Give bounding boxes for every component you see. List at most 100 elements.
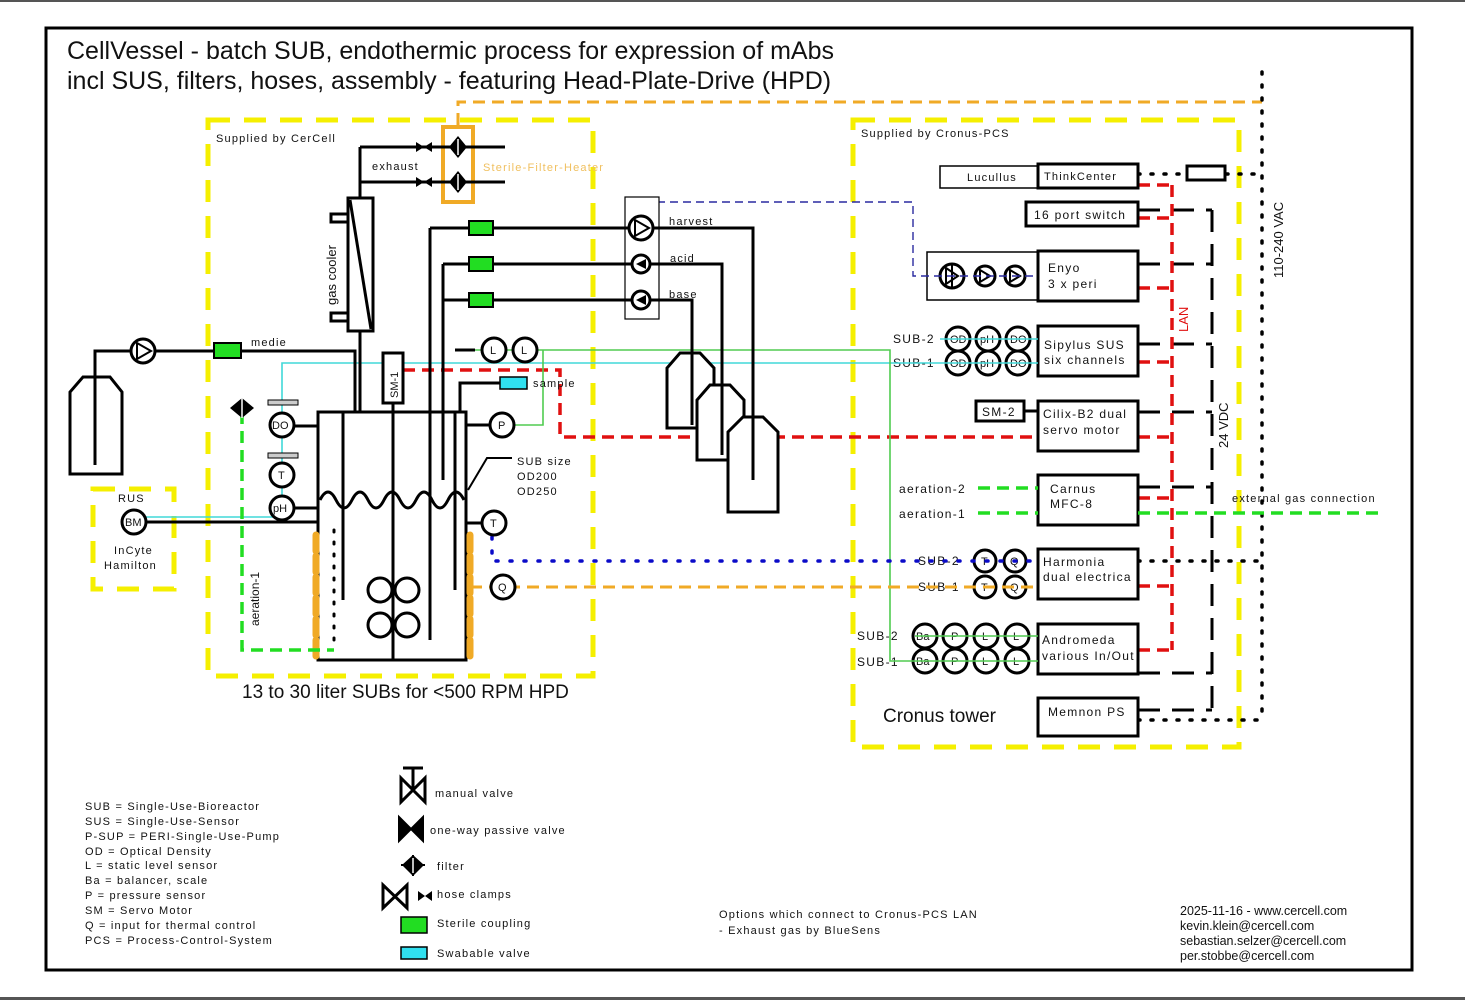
sipylus-box[interactable] [1036, 324, 1140, 378]
ac-adapter [1185, 164, 1227, 182]
aeration-filter-icon [230, 398, 254, 418]
harmonia-sub1-q: Q [1010, 582, 1019, 594]
harmonia-label-2: dual electrica [1043, 570, 1132, 584]
andromeda-label-1: Andromeda [1042, 633, 1116, 647]
andromeda-sub2-l1: L [982, 631, 988, 643]
abbr-psup: P-SUP = PERI-Single-Use-Pump [85, 831, 280, 843]
vessel-t2-sensor[interactable] [480, 509, 508, 537]
contact-email-1[interactable]: kevin.klein@cercell.com [1180, 919, 1314, 933]
sipylus-sub2-od: OD [950, 334, 967, 346]
sub-size-od250: OD250 [517, 486, 558, 498]
sipylus-label-2: six channels [1044, 353, 1126, 367]
servo-sm1-label: SM-1 [389, 372, 401, 398]
heater-power-line [456, 100, 1262, 125]
acid-label: acid [670, 253, 695, 265]
ac-voltage-label: 110-240 VAC [1271, 202, 1286, 278]
thinkcenter-box[interactable] [1036, 162, 1140, 190]
cilix-label-1: Cilix-B2 dual [1043, 407, 1127, 421]
sus-signal-line [281, 362, 1038, 508]
aeration-2-label: aeration-2 [899, 482, 966, 496]
vessel-do-sensor[interactable] [268, 411, 296, 439]
base-sterile-coupling[interactable] [468, 292, 494, 308]
vessel-q-sensor[interactable] [489, 573, 517, 601]
cilix-label-2: servo motor [1043, 423, 1121, 437]
harmonia-sub1-label: SUB-1 [918, 580, 960, 594]
andromeda-sub2-p: P [951, 631, 958, 643]
options-bluesens: - Exhaust gas by BlueSens [719, 925, 881, 937]
sample-swabable-valve[interactable] [499, 376, 528, 390]
harmonia-box[interactable] [1036, 547, 1140, 601]
base-label: base [669, 289, 698, 301]
legend-one-way-valve: one-way passive valve [430, 825, 566, 837]
exhaust-label: exhaust [372, 161, 419, 173]
filter-icon [401, 855, 425, 876]
harvest-sterile-coupling[interactable] [468, 220, 494, 236]
top-border [0, 0, 1465, 2]
level-1-label: L [490, 345, 496, 357]
rus-bm-label: BM [125, 517, 142, 529]
level-sensor-1[interactable] [480, 336, 508, 364]
contact-email-2[interactable]: sebastian.selzer@cercell.com [1180, 934, 1346, 948]
sm2-label: SM-2 [982, 405, 1016, 419]
one-way-valve-icon [398, 814, 424, 844]
legend-hose-clamps: hose clamps [437, 889, 512, 901]
sterile-filter-heater-label: Sterile-Filter-Heater [483, 162, 604, 174]
andromeda-sub2-ba: Ba [916, 631, 930, 643]
abbr-q: Q = input for thermal control [85, 920, 256, 932]
hose-clamp-icon [381, 881, 432, 912]
andromeda-box[interactable] [1036, 622, 1140, 676]
base-pump-icon[interactable] [630, 289, 652, 311]
cilix-box[interactable] [1036, 399, 1140, 453]
rus-label: RUS [118, 493, 145, 505]
andromeda-sub1-label: SUB-1 [857, 655, 899, 669]
contact-date-website[interactable]: 2025-11-16 - www.cercell.com [1180, 904, 1347, 918]
lucullus-label: Lucullus [967, 172, 1017, 184]
memnon-box[interactable] [1036, 696, 1140, 738]
abbr-od: OD = Optical Density [85, 846, 212, 858]
vessel-p-sensor[interactable] [488, 411, 516, 439]
sub-size-label: SUB size [517, 456, 572, 468]
addition-drops [428, 228, 445, 450]
andromeda-sub1-ba: Ba [916, 656, 930, 668]
acid-sterile-coupling[interactable] [468, 256, 494, 272]
legend-filter: filter [437, 861, 465, 873]
cronus-tower-label: Cronus tower [883, 706, 997, 727]
andromeda-sub2-l2: L [1013, 631, 1019, 643]
sipylus-sub1-od: OD [950, 358, 967, 370]
andromeda-sub1-p: P [951, 656, 958, 668]
sterile-filter-heater[interactable] [441, 125, 475, 204]
gas-cooler-label: gas cooler [324, 244, 339, 305]
dc-voltage-label: 24 VDC [1216, 402, 1231, 448]
external-gas-label: external gas connection [1232, 493, 1376, 505]
exhaust-hose-clamps [416, 142, 432, 187]
cercell-supply-boundary [205, 117, 596, 679]
sample-label: sample [533, 378, 576, 390]
enyo-box[interactable] [1036, 249, 1140, 303]
andromeda-signal-line [475, 349, 1038, 662]
legend-sterile-coupling: Sterile coupling [437, 918, 531, 930]
harvest-pump-icon[interactable] [627, 214, 655, 242]
exhaust-filter-icons [449, 136, 467, 193]
level-sensor-2[interactable] [511, 336, 539, 364]
sterile-coupling-swatch [400, 916, 428, 934]
media-pump-icon[interactable] [129, 337, 157, 365]
heater-jacket [312, 531, 474, 664]
vessel-t-sensor[interactable] [268, 461, 296, 489]
acid-pump-icon[interactable] [630, 253, 652, 275]
rus-bm-sensor[interactable] [120, 508, 148, 536]
contact-email-3[interactable]: per.stobbe@cercell.com [1180, 949, 1314, 963]
impellers [366, 576, 421, 639]
p-label: P [498, 420, 505, 432]
swabable-valve-swatch [400, 946, 428, 960]
harvest-label: harvest [669, 216, 713, 228]
switch-box[interactable] [1024, 200, 1140, 228]
abbr-p: P = pressure sensor [85, 890, 206, 902]
thinkcenter-label: ThinkCenter [1044, 171, 1117, 183]
abbr-sm: SM = Servo Motor [85, 905, 193, 917]
vessel-ph-sensor[interactable] [268, 494, 296, 522]
abbr-sus: SUS = Single-Use-Sensor [85, 816, 240, 828]
sipylus-sub2-do: DO [1010, 334, 1027, 346]
carnus-box[interactable] [1036, 473, 1140, 527]
andromeda-sub1-l2: L [1013, 656, 1019, 668]
medie-sterile-coupling[interactable] [213, 342, 242, 359]
